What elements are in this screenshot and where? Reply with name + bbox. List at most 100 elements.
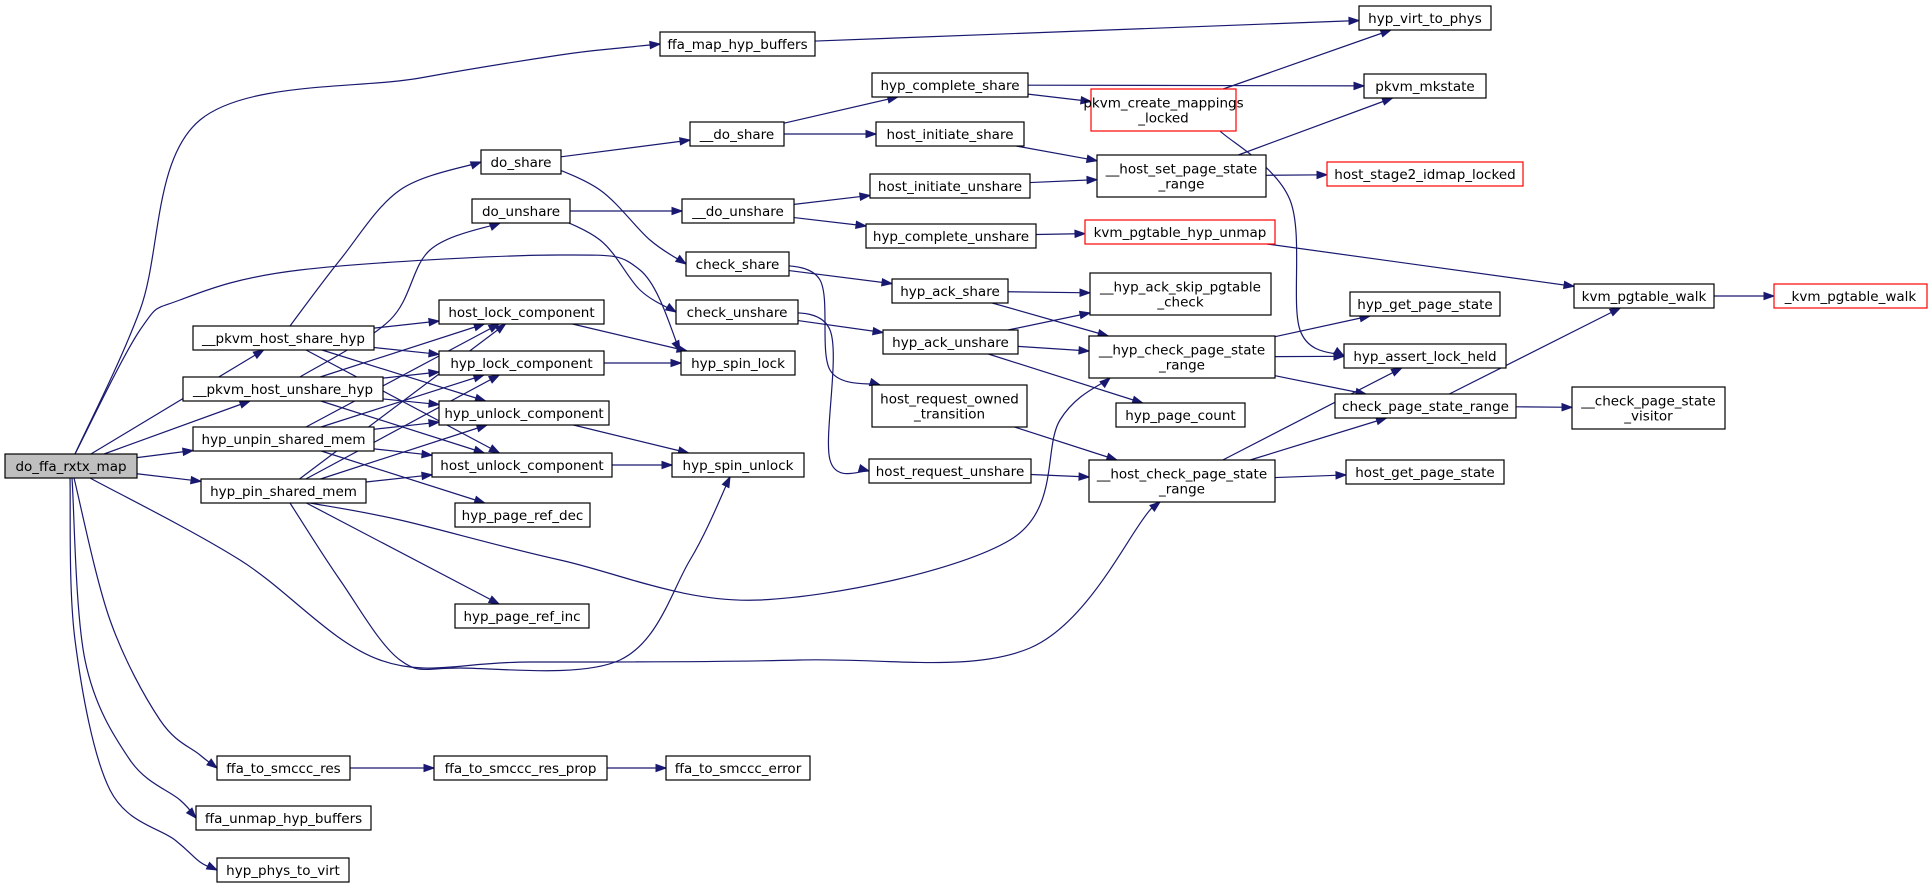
call-edge-hyp-unpin-shared-mem-to-hyp-unlock-component — [373, 419, 441, 430]
node-ffa-unmap-hyp-buffers[interactable]: ffa_unmap_hyp_buffers — [195, 805, 372, 831]
node-kvm-pgtable-walk[interactable]: _kvm_pgtable_walk — [1773, 283, 1928, 309]
node-label: host_lock_component — [448, 305, 594, 321]
node-host-request-owned-transition[interactable]: host_request_owned_transition — [871, 384, 1028, 428]
node-hyp-assert-lock-held[interactable]: hyp_assert_lock_held — [1343, 343, 1507, 369]
node-do-unshare[interactable]: do_unshare — [471, 198, 571, 224]
node-hyp-unpin-shared-mem[interactable]: hyp_unpin_shared_mem — [192, 426, 375, 452]
call-edge-do-ffa-rxtx-map-to-hyp-pin-shared-mem — [136, 473, 203, 485]
call-edge-host-request-unshare-to-host-check-page-state-range — [1030, 472, 1091, 481]
node-host-unlock-component[interactable]: host_unlock_component — [431, 452, 613, 478]
node-label: hyp_page_count — [1125, 408, 1235, 424]
call-edge-host-unlock-component-to-hyp-spin-unlock — [612, 460, 674, 470]
node-check-unshare[interactable]: check_unshare — [675, 299, 799, 325]
call-edge-do-unshare-to-hyp-complete-unshare — [793, 216, 868, 230]
node-label: __do_share — [699, 127, 775, 143]
node-label: host_get_page_state — [1355, 465, 1494, 481]
node-hyp-virt-to-phys[interactable]: hyp_virt_to_phys — [1358, 5, 1492, 31]
node-check-page-state-range[interactable]: check_page_state_range — [1334, 393, 1517, 419]
call-edge-hyp-ack-share-to-hyp-ack-skip-pgtable-check — [1007, 288, 1092, 298]
call-edge-hyp-pin-shared-mem-to-host-unlock-component — [365, 471, 434, 483]
function-nodes: do_ffa_rxtx_map ffa_map_hyp_buffers hyp_vi… — [4, 5, 1928, 883]
node-pkvm-host-unshare-hyp[interactable]: __pkvm_host_unshare_hyp — [182, 376, 384, 402]
call-edge-pkvm-host-unshare-hyp-to-hyp-lock-component — [382, 368, 441, 379]
node-label: hyp_pin_shared_mem — [210, 484, 357, 500]
node-label: _range — [1158, 358, 1205, 374]
node-label: ffa_to_smccc_error — [675, 761, 802, 777]
call-edge-check-unshare-to-hyp-ack-unshare — [797, 319, 885, 336]
node-host-request-unshare[interactable]: host_request_unshare — [868, 458, 1032, 484]
call-edge-hyp-pin-shared-mem-to-hyp-page-ref-inc — [306, 502, 501, 605]
node-do-share[interactable]: do_share — [480, 149, 562, 175]
call-edge-do-ffa-rxtx-map-to-ffa-to-smccc-res — [73, 477, 219, 769]
node-host-set-page-state-range[interactable]: __host_set_page_state_range — [1096, 154, 1267, 198]
call-edge-check-share-to-hyp-ack-share — [788, 269, 894, 287]
node-label: __pkvm_host_share_hyp — [201, 331, 365, 347]
node-do-share[interactable]: __do_share — [689, 121, 785, 147]
node-hyp-complete-share[interactable]: hyp_complete_share — [871, 72, 1029, 98]
call-edge-kvm-pgtable-hyp-unmap-to-kvm-pgtable-walk — [1266, 243, 1576, 290]
node-hyp-page-count[interactable]: hyp_page_count — [1115, 402, 1246, 428]
call-edge-do-ffa-rxtx-map-to-hyp-unpin-shared-mem — [136, 447, 195, 459]
call-edge-do-unshare-to-check-unshare — [539, 210, 678, 313]
node-ffa-to-smccc-error[interactable]: ffa_to_smccc_error — [665, 755, 811, 781]
node-hyp-ack-share[interactable]: hyp_ack_share — [891, 278, 1009, 304]
node-host-lock-component[interactable]: host_lock_component — [438, 299, 605, 325]
node-do-ffa-rxtx-map[interactable]: do_ffa_rxtx_map — [4, 453, 138, 479]
call-edge-host-request-owned-transition-to-host-check-page-state-range — [1014, 426, 1119, 461]
call-edge-do-ffa-rxtx-map-to-host-check-page-state-range — [89, 477, 1164, 669]
node-kvm-pgtable-hyp-unmap[interactable]: kvm_pgtable_hyp_unmap — [1084, 219, 1276, 245]
node-host-initiate-share[interactable]: host_initiate_share — [875, 121, 1025, 147]
node-host-initiate-unshare[interactable]: host_initiate_unshare — [869, 173, 1031, 199]
node-label: hyp_unpin_shared_mem — [202, 432, 366, 448]
node-kvm-pgtable-walk[interactable]: kvm_pgtable_walk — [1573, 283, 1715, 309]
node-hyp-get-page-state[interactable]: hyp_get_page_state — [1349, 291, 1501, 317]
node-host-check-page-state-range[interactable]: __host_check_page_state_range — [1088, 459, 1276, 503]
node-hyp-unlock-component[interactable]: hyp_unlock_component — [438, 400, 610, 426]
node-hyp-lock-component[interactable]: hyp_lock_component — [438, 350, 605, 376]
node-ffa-to-smccc-res-prop[interactable]: ffa_to_smccc_res_prop — [433, 755, 608, 781]
node-do-unshare[interactable]: __do_unshare — [681, 198, 795, 224]
call-edge-host-initiate-share-to-host-set-page-state-range — [1016, 145, 1099, 164]
node-label: check_unshare — [687, 305, 788, 321]
node-hyp-complete-unshare[interactable]: hyp_complete_unshare — [865, 223, 1037, 249]
node-pkvm-host-share-hyp[interactable]: __pkvm_host_share_hyp — [192, 325, 375, 351]
node-label: _check — [1156, 295, 1203, 311]
node-ffa-map-hyp-buffers[interactable]: ffa_map_hyp_buffers — [659, 31, 816, 57]
node-label: ffa_map_hyp_buffers — [667, 37, 807, 53]
node-hyp-page-ref-inc[interactable]: hyp_page_ref_inc — [454, 603, 590, 629]
node-check-share[interactable]: check_share — [685, 251, 790, 277]
call-edge-host-initiate-unshare-to-host-set-page-state-range — [1029, 175, 1099, 185]
node-label: pkvm_create_mappings — [1083, 96, 1243, 112]
node-hyp-ack-skip-pgtable-check[interactable]: __hyp_ack_skip_pgtable_check — [1089, 272, 1272, 316]
node-label: __check_page_state — [1580, 394, 1715, 410]
call-edge-do-unshare-to-do-unshare — [570, 206, 684, 216]
node-label: host_unlock_component — [440, 458, 603, 474]
node-pkvm-create-mappings-locked[interactable]: pkvm_create_mappings_locked — [1083, 88, 1244, 132]
node-label: hyp_lock_component — [450, 356, 592, 372]
call-edge-host-check-page-state-range-to-check-page-state-range — [1250, 416, 1388, 461]
call-edge-check-unshare-to-host-request-unshare — [769, 311, 871, 475]
node-hyp-pin-shared-mem[interactable]: hyp_pin_shared_mem — [200, 478, 367, 504]
node-hyp-page-ref-dec[interactable]: hyp_page_ref_dec — [454, 502, 591, 528]
node-hyp-ack-unshare[interactable]: hyp_ack_unshare — [882, 329, 1019, 355]
call-edge-do-unshare-to-host-initiate-unshare — [793, 192, 872, 205]
call-edge-host-check-page-state-range-to-hyp-assert-lock-held — [1222, 367, 1404, 461]
call-edge-ffa-to-smccc-res-prop-to-ffa-to-smccc-error — [607, 763, 668, 773]
call-edge-host-set-page-state-range-to-host-stage2-idmap-locked — [1265, 170, 1329, 180]
node-check-page-state-visitor[interactable]: __check_page_state_visitor — [1571, 386, 1726, 430]
node-hyp-spin-unlock[interactable]: hyp_spin_unlock — [671, 452, 805, 478]
node-label: host_initiate_unshare — [878, 179, 1022, 195]
node-host-get-page-state[interactable]: host_get_page_state — [1345, 459, 1505, 485]
call-edge-do-share-to-check-share — [539, 161, 688, 265]
node-host-stage2-idmap-locked[interactable]: host_stage2_idmap_locked — [1326, 161, 1524, 187]
call-edge-hyp-pin-shared-mem-to-host-lock-component — [299, 323, 507, 480]
call-edge-pkvm-host-share-hyp-to-do-share — [289, 161, 483, 327]
call-edge-pkvm-host-share-hyp-to-host-lock-component — [373, 317, 441, 329]
node-hyp-spin-lock[interactable]: hyp_spin_lock — [680, 350, 796, 376]
node-hyp-phys-to-virt[interactable]: hyp_phys_to_virt — [216, 857, 350, 883]
node-ffa-to-smccc-res[interactable]: ffa_to_smccc_res — [216, 755, 351, 781]
node-pkvm-mkstate[interactable]: pkvm_mkstate — [1363, 73, 1487, 99]
node-label: kvm_pgtable_hyp_unmap — [1094, 225, 1267, 241]
node-label: hyp_ack_share — [900, 284, 1000, 300]
node-hyp-check-page-state-range[interactable]: __hyp_check_page_state_range — [1088, 335, 1276, 379]
